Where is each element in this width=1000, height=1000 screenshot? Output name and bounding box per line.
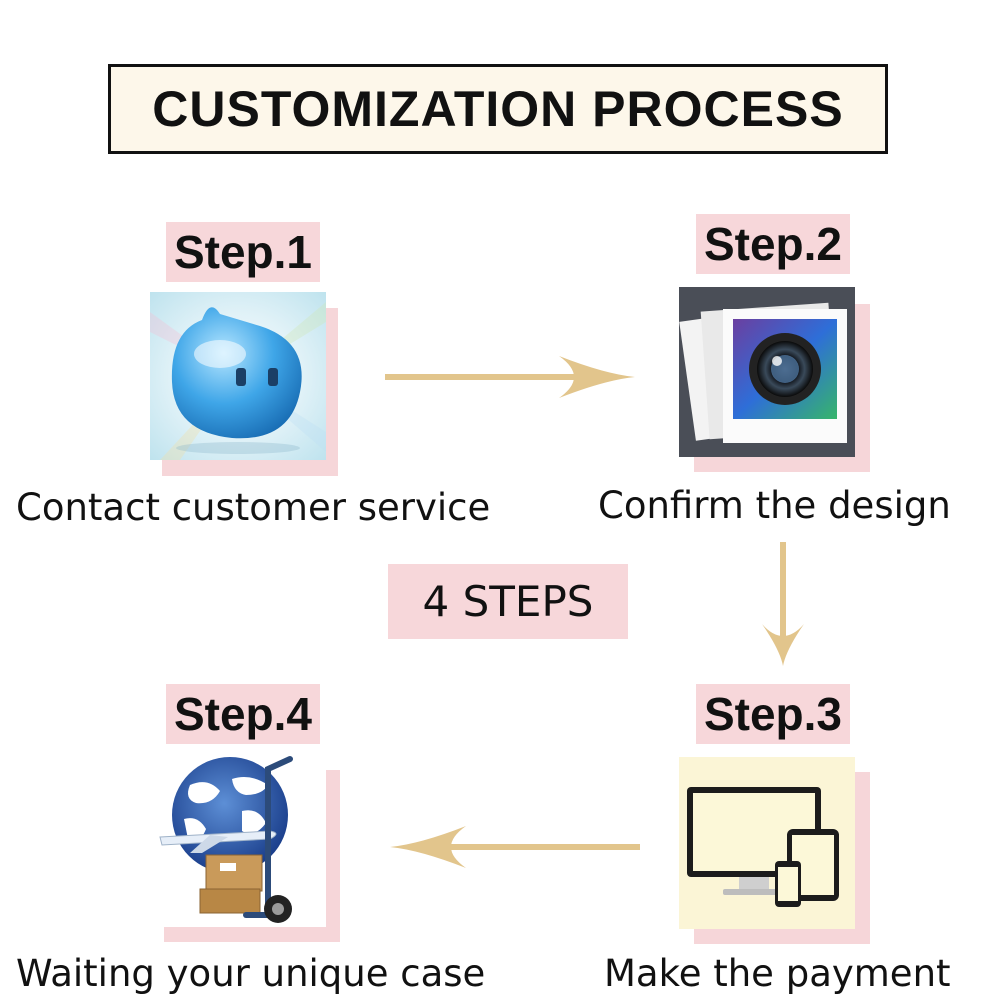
step-3-label: Step.3 xyxy=(696,684,850,744)
step-2-label: Step.2 xyxy=(696,214,850,274)
step-3-caption: Make the payment xyxy=(604,952,951,995)
arrow-down-icon xyxy=(760,540,806,668)
step-1-caption: Contact customer service xyxy=(16,486,491,529)
shipping-globe-icon xyxy=(150,755,326,927)
camera-photos-icon xyxy=(679,287,855,457)
chat-bubble-icon xyxy=(150,292,326,460)
step-1-label: Step.1 xyxy=(166,222,320,282)
arrow-left-icon xyxy=(386,824,642,870)
devices-icon xyxy=(679,757,855,929)
step-4-label: Step.4 xyxy=(166,684,320,744)
page-title: CUSTOMIZATION PROCESS xyxy=(152,81,844,137)
title-box: CUSTOMIZATION PROCESS xyxy=(108,64,888,154)
four-steps-badge: 4 STEPS xyxy=(388,564,628,639)
step-4-caption: Waiting your unique case xyxy=(16,952,486,995)
arrow-right-icon xyxy=(383,354,639,400)
step-2-caption: Confirm the design xyxy=(598,484,951,527)
